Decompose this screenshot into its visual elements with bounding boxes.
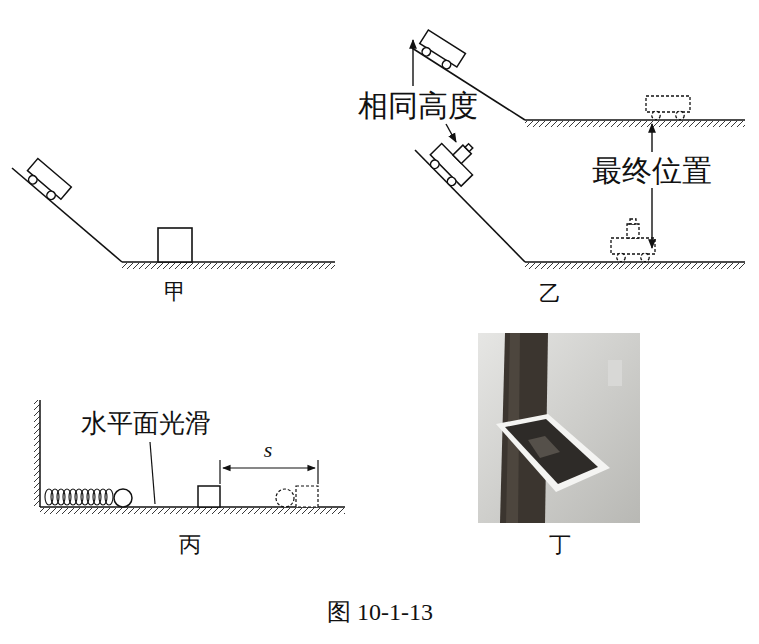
photo-tree-tray-part xyxy=(528,436,560,458)
cart-final-position-part xyxy=(652,111,660,119)
cart-with-weight-final-position-part xyxy=(617,253,625,261)
cart-with-weight-part xyxy=(429,158,441,170)
leader-line-part xyxy=(150,442,155,504)
panel-a-ramp-part xyxy=(12,168,122,262)
ball-and-block-part xyxy=(114,489,132,507)
leader-line xyxy=(150,442,155,504)
dimension-line xyxy=(220,460,318,484)
panel-b-top-ramp-part xyxy=(525,119,745,121)
cart-with-weight-final-position xyxy=(611,219,655,262)
panel-label: 甲 xyxy=(164,280,186,304)
panel-c-spring-setup xyxy=(34,400,345,514)
panel-b-bottom-ramp-part xyxy=(415,150,525,262)
dimension-line-part xyxy=(223,467,315,468)
cart-with-weight-final-position-part xyxy=(611,238,655,254)
cart-final-position-part xyxy=(676,111,684,119)
cart xyxy=(22,158,71,205)
cart-with-weight xyxy=(425,130,486,191)
panel-c-spring-setup-part xyxy=(34,400,40,507)
photo-tree-tray-part xyxy=(505,419,598,484)
callout-label: 最终位置 xyxy=(590,154,714,187)
dimension-line-part xyxy=(317,460,318,484)
cart-final-position-part xyxy=(646,96,690,112)
ball-and-block-part xyxy=(198,486,220,507)
cart xyxy=(416,30,466,74)
photo-tree-tray-part xyxy=(496,414,610,492)
cart-part xyxy=(420,30,466,67)
callout-arrow-part xyxy=(446,124,456,142)
panel-label: 丙 xyxy=(179,533,201,557)
panel-a-ramp-part xyxy=(158,228,192,262)
ball-and-block-part xyxy=(296,486,318,507)
ball-and-block-part xyxy=(276,489,294,507)
callout-arrow xyxy=(413,40,652,248)
callout-arrow-part xyxy=(651,188,652,248)
callout-label: 相同高度 xyxy=(358,89,478,122)
dimension-label: s xyxy=(264,438,273,462)
photo-tree-tray-part xyxy=(478,333,640,523)
spring-part xyxy=(105,489,113,505)
panel-b-bottom-ramp-part xyxy=(525,263,745,269)
cart-part xyxy=(420,46,432,58)
cart-part xyxy=(45,189,57,201)
cart-part xyxy=(27,174,39,186)
panel-label: 乙 xyxy=(539,282,561,306)
cart-with-weight-final-position-part xyxy=(641,253,649,261)
cart-with-weight-final-position-part xyxy=(627,224,639,238)
surface-label: 水平面光滑 xyxy=(79,410,213,439)
figure-caption: 图 10-1-13 xyxy=(327,599,433,625)
cart-with-weight-final-position-part xyxy=(630,219,636,224)
cart-part xyxy=(441,59,453,71)
panel-a-ramp-part xyxy=(122,263,335,269)
panel-b-bottom-ramp-part xyxy=(525,261,745,263)
cart-with-weight-part xyxy=(465,144,473,152)
panel-a-ramp-part xyxy=(122,261,335,263)
panel-label: 丁 xyxy=(549,533,571,557)
panel-b-top-ramp-part xyxy=(525,121,745,127)
spring xyxy=(45,489,113,505)
callout-arrow-part xyxy=(412,40,413,86)
panel-c-spring-setup-part xyxy=(40,508,345,514)
dimension-line-part xyxy=(219,460,220,484)
photo-tree-tray xyxy=(478,333,640,523)
callout-arrow-part xyxy=(651,124,652,152)
photo-tree-tray-part xyxy=(608,360,622,386)
cart-final-position xyxy=(646,96,690,120)
cart-with-weight-part xyxy=(446,175,458,187)
ball-and-block xyxy=(114,486,318,507)
